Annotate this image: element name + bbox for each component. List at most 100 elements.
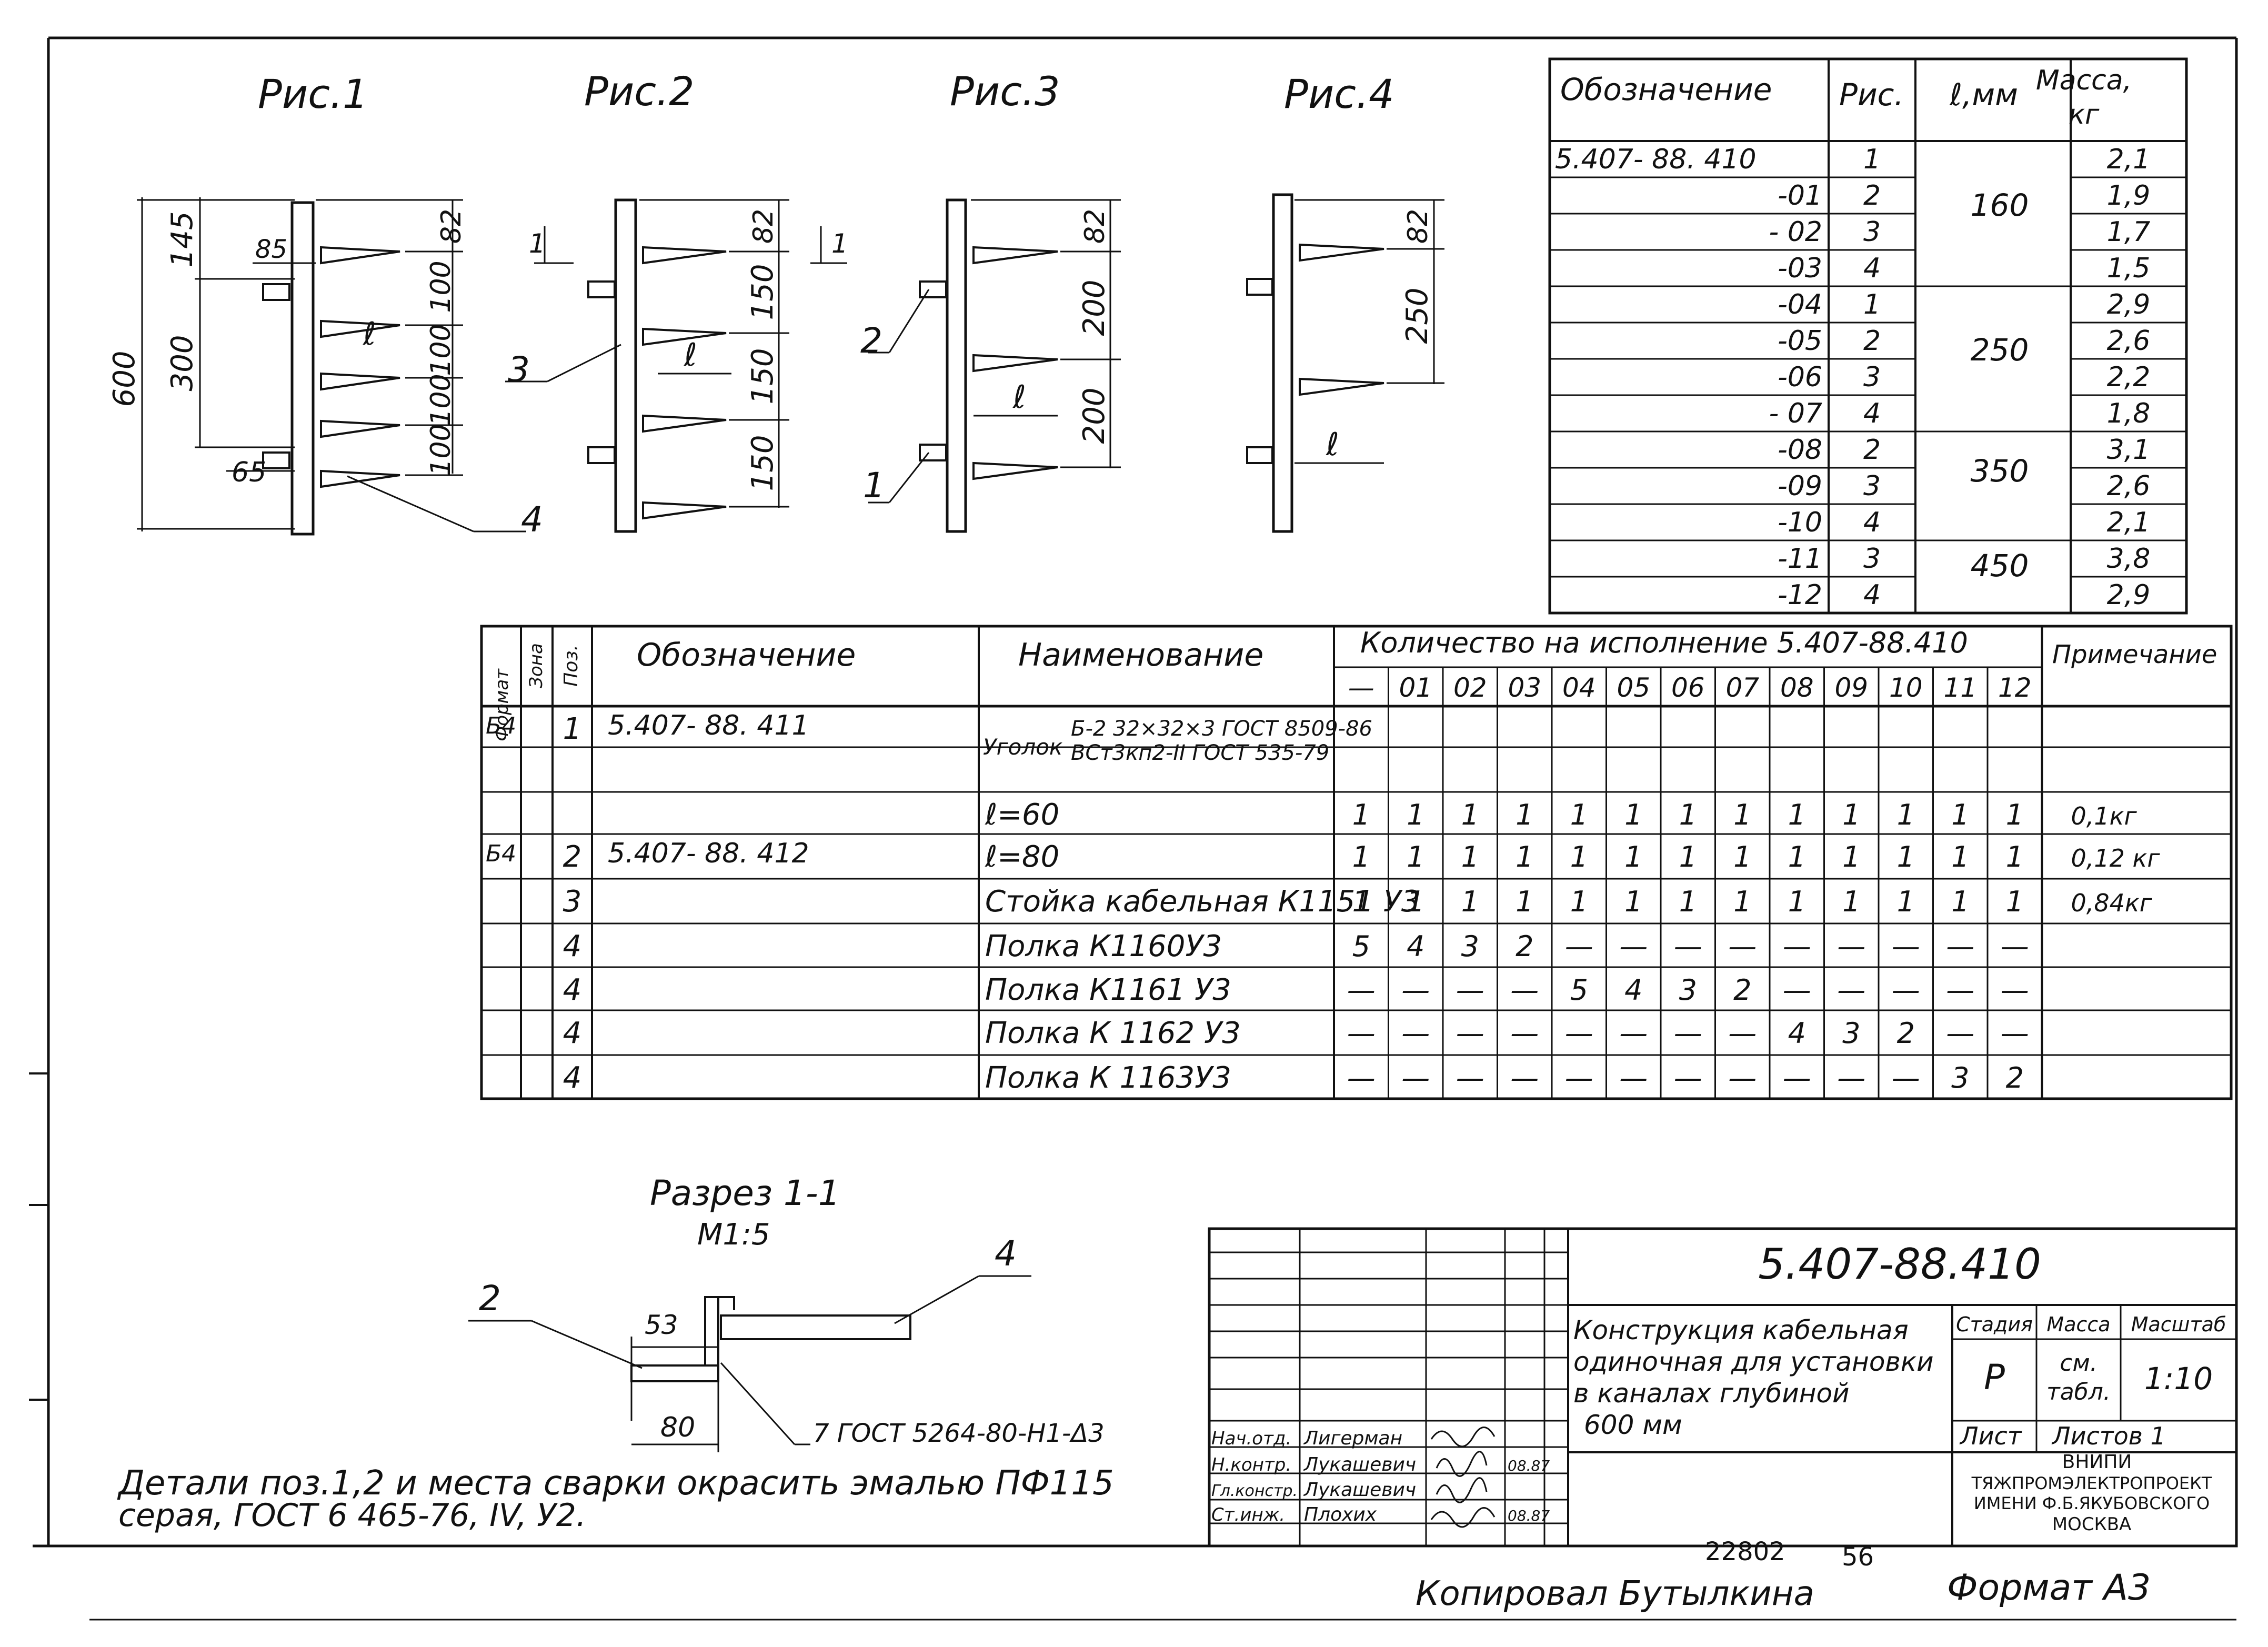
- vt-fig: 3: [1863, 470, 1881, 502]
- footer-copied-by: Копировал Бутылкина: [1416, 1574, 1814, 1613]
- st-qty: 1: [1679, 798, 1697, 831]
- st-qty: 1: [1461, 798, 1479, 831]
- st-variant: 02: [1453, 672, 1487, 703]
- st-qty: 1: [1733, 885, 1751, 918]
- vt-fig: 2: [1863, 325, 1881, 357]
- st-note: 0,84кг: [2071, 889, 2153, 917]
- vt-code: -10: [1778, 507, 1822, 538]
- st-name: Полка К 1163У3: [985, 1061, 1231, 1095]
- tb-title-1: Конструкция кабельная: [1573, 1315, 1909, 1345]
- st-qty: 2: [1733, 973, 1751, 1007]
- vt-code: 5.407- 88. 410: [1555, 144, 1757, 175]
- vt-code: -04: [1778, 289, 1822, 320]
- st-qty: —: [1728, 1017, 1757, 1050]
- tb-title-3: в каналах глубиной: [1573, 1378, 1850, 1409]
- vt-code: -12: [1778, 579, 1822, 611]
- tb-sheets: Листов 1: [2051, 1422, 2166, 1450]
- st-qty: —: [1347, 973, 1376, 1007]
- vt-fig: 4: [1863, 507, 1881, 538]
- st-header-code: Обозначение: [637, 637, 856, 674]
- st-qty: 1: [1733, 798, 1751, 831]
- st-qty: 3: [1951, 1061, 1969, 1094]
- tb-role-1: Нач.отд.: [1211, 1428, 1291, 1449]
- st-variant: 06: [1671, 672, 1705, 703]
- vt-mass: 1,9: [2107, 180, 2151, 212]
- st-qty: —: [1728, 930, 1757, 963]
- st-header-pos: Поз.: [560, 645, 582, 687]
- tb-org-4: МОСКВА: [2052, 1514, 2132, 1535]
- vt-fig: 4: [1863, 579, 1881, 611]
- section-callout-2: 2: [479, 1278, 501, 1319]
- fig3-dim-200b: 200: [1077, 388, 1111, 444]
- st-name: Стойка кабельная К1151 У3: [985, 885, 1420, 919]
- vt-code: -09: [1778, 470, 1822, 502]
- paint-note-line1: Детали поз.1,2 и места сварки окрасить э…: [117, 1464, 1114, 1503]
- vt-len-450: 450: [1971, 548, 2029, 584]
- fig1-dim-100a: 100: [425, 260, 457, 313]
- tb-stage-h: Стадия: [1956, 1313, 2033, 1336]
- fig2-dim-150c: 150: [746, 435, 780, 491]
- st-qty: 2: [1897, 1017, 1915, 1050]
- footer-inv-number: 22802: [1705, 1537, 1785, 1566]
- fig1-dim-300: 300: [165, 335, 199, 391]
- st-qty: 3: [1679, 973, 1697, 1007]
- st-qty: —: [2001, 930, 2029, 963]
- vt-mass: 1,5: [2107, 253, 2151, 284]
- tb-title-4: 600 мм: [1584, 1410, 1682, 1440]
- st-name: Уголок: [983, 734, 1063, 760]
- section-callout-4: 4: [995, 1233, 1017, 1274]
- vt-fig: 1: [1863, 289, 1881, 320]
- vt-fig: 1: [1863, 144, 1881, 175]
- st-qty: —: [1456, 1017, 1484, 1050]
- st-qty: —: [1946, 973, 1974, 1007]
- fig4-drawing: 82 250 ℓ: [1246, 193, 1444, 533]
- st-qty: 1: [1733, 840, 1751, 873]
- st-pos: 4: [563, 1016, 582, 1050]
- st-qty: 1: [1570, 840, 1588, 873]
- st-code: 5.407- 88. 411: [608, 710, 809, 741]
- st-name: Полка К1161 У3: [985, 973, 1231, 1007]
- st-note: 0,1кг: [2071, 802, 2137, 830]
- st-qty: —: [1783, 1061, 1811, 1094]
- st-qty: —: [1619, 930, 1648, 963]
- st-qty: —: [1837, 973, 1865, 1007]
- st-qty: 1: [1624, 885, 1642, 918]
- section-weld: 7 ГОСТ 5264-80-Н1-Δ3: [813, 1419, 1105, 1448]
- st-qty: 1: [2006, 798, 2024, 831]
- fig3-callout-2: 2: [860, 320, 882, 361]
- vt-mass: 1,7: [2107, 216, 2151, 248]
- vt-frame: [1548, 57, 2188, 615]
- vt-code: -01: [1778, 180, 1822, 212]
- st-qty: 1: [1407, 885, 1424, 918]
- variants-table: Обозначение Рис. ℓ,мм Масса, кг 160 250 …: [1548, 57, 2188, 615]
- st-qty: —: [1510, 1061, 1539, 1094]
- tb-role-3: Гл.констр.: [1211, 1482, 1298, 1500]
- st-qty: —: [1401, 1061, 1430, 1094]
- st-name: Полка К 1162 У3: [985, 1016, 1241, 1050]
- footer-sheet-number: 56: [1842, 1542, 1874, 1572]
- vt-len-250: 250: [1971, 332, 2029, 368]
- st-qty: 1: [1897, 840, 1915, 873]
- fig2-l: ℓ: [684, 337, 697, 374]
- vt-code: -05: [1778, 325, 1822, 357]
- tb-code: 5.407-88.410: [1758, 1240, 2041, 1289]
- tb-name-2: Лукашевич: [1303, 1454, 1416, 1475]
- fig4-dim-250: 250: [1400, 288, 1434, 344]
- paint-note-line2: серая, ГОСТ 6 465-76, IV, У2.: [118, 1497, 586, 1534]
- st-pos: 1: [563, 712, 582, 746]
- fig1-dim-145: 145: [165, 212, 199, 268]
- st-qty: —: [1674, 1017, 1702, 1050]
- fig1-callout-4: 4: [521, 499, 543, 540]
- st-name: ℓ=60: [985, 798, 1059, 832]
- st-qty: —: [1674, 1061, 1702, 1094]
- tb-signature-3: [1436, 1477, 1488, 1503]
